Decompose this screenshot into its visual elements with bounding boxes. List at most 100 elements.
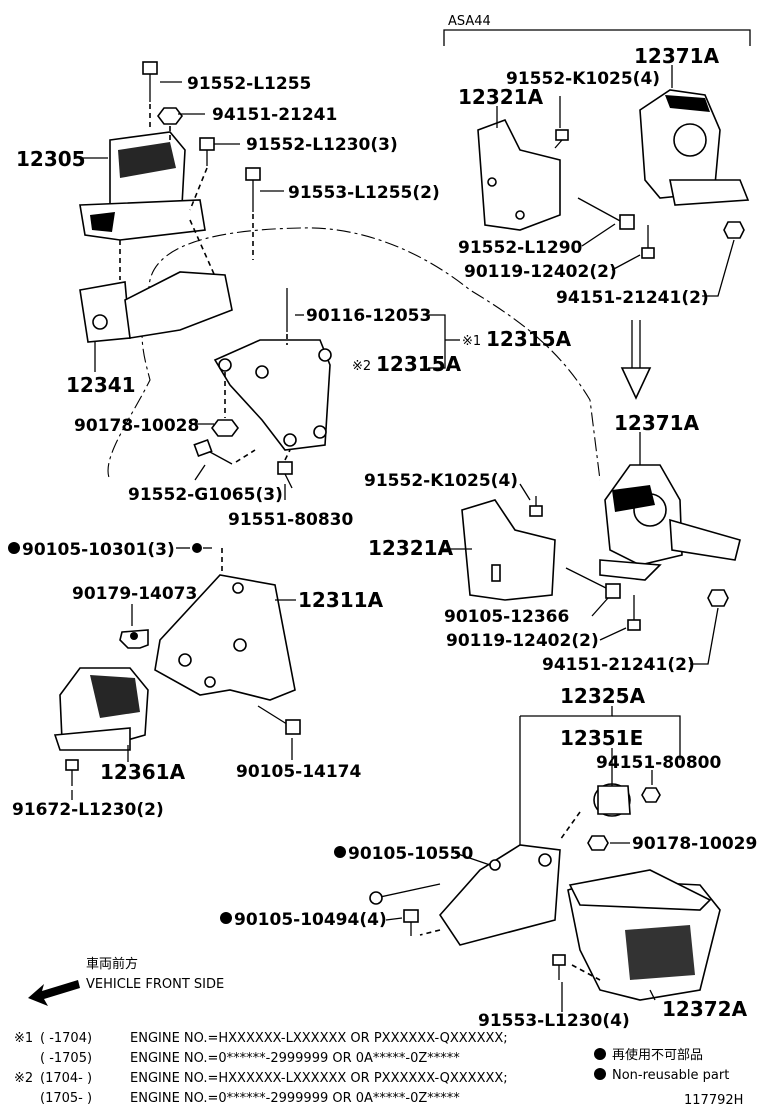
bolt-90119-12402-mid[interactable] [627, 595, 641, 631]
note2a-range: (1704- ) [40, 1071, 92, 1086]
note2a-text: ENGINE NO.=HXXXXXX-LXXXXXX OR PXXXXXX-QX… [130, 1071, 508, 1086]
label-94151-21241-top: 94151-21241(2) [556, 288, 709, 308]
bolt-91552-L1290[interactable] [577, 197, 635, 230]
legend-marker-en [594, 1068, 606, 1080]
asa44-bracket [443, 29, 751, 46]
note1b-text: ENGINE NO.=0******-2999999 OR 0A*****-0Z… [130, 1051, 460, 1066]
label-12325A: 12325A [560, 684, 646, 708]
leader-lines [71, 65, 735, 1012]
engine-mount-12305[interactable] [79, 131, 206, 241]
label-12321A-mid: 12321A [368, 536, 454, 560]
nut-94151-80800[interactable] [641, 787, 661, 803]
bolt-90105-14174[interactable] [257, 705, 301, 735]
bolt-90105-10301[interactable] [192, 543, 202, 553]
label-94151-21241: 94151-21241 [212, 105, 337, 125]
label-90105-10301: 90105-10301(3) [22, 540, 175, 560]
label-91552-G1065: 91552-G1065(3) [128, 485, 283, 505]
vehicle-front-arrow [28, 980, 80, 1006]
bracket-12325A[interactable] [438, 844, 561, 946]
label-mark1: ※1 [462, 334, 481, 349]
mount-12372A[interactable] [567, 869, 721, 1001]
note1a-text: ENGINE NO.=HXXXXXX-LXXXXXX OR PXXXXXX-QX… [130, 1031, 508, 1046]
note1-mark: ※1 [14, 1031, 33, 1046]
label-91552-K1025-top: 91552-K1025(4) [506, 69, 660, 89]
label-90105-10550: 90105-10550 [348, 844, 474, 864]
label-91553-L1255: 91553-L1255(2) [288, 183, 440, 203]
dash-12372A [419, 811, 601, 981]
label-12311A: 12311A [298, 588, 384, 612]
bolt-91552-G1065[interactable] [193, 438, 233, 465]
version-arrow [620, 320, 652, 400]
nut-94151-21241-mid[interactable] [707, 589, 729, 607]
bolt-90105-10494[interactable] [403, 909, 419, 936]
label-12305: 12305 [16, 147, 86, 171]
label-90116-12053: 90116-12053 [306, 306, 431, 326]
bracket-12311A[interactable] [154, 574, 296, 701]
bracket-12321A-top[interactable] [477, 119, 561, 231]
label-12371A-mid: 12371A [614, 411, 700, 435]
label-12321A-top: 12321A [458, 85, 544, 109]
bracket-12315A[interactable] [213, 339, 332, 451]
label-90105-10494: 90105-10494(4) [234, 910, 387, 930]
label-94151-21241-mid: 94151-21241(2) [542, 655, 695, 675]
figure-id: 117792H [684, 1093, 743, 1108]
legend-jp: 再使用不可部品 [612, 1047, 703, 1063]
label-12351E: 12351E [560, 726, 643, 750]
label-90178-10029: 90178-10029 [632, 834, 757, 854]
label-91552-K1025-mid: 91552-K1025(4) [364, 471, 518, 491]
label-12341: 12341 [66, 373, 136, 397]
bolt-91553-L1255[interactable] [245, 167, 261, 212]
nut-94151-21241-top[interactable] [723, 221, 745, 239]
mount-12361A[interactable] [53, 667, 149, 751]
label-90119-12402-top: 90119-12402(2) [464, 262, 617, 282]
note2b-text: ENGINE NO.=0******-2999999 OR 0A*****-0Z… [130, 1091, 460, 1106]
note2-mark: ※2 [14, 1071, 33, 1086]
label-91553-L1230: 91553-L1230(4) [478, 1011, 630, 1031]
legend-en: Non-reusable part [612, 1068, 729, 1083]
bolt-91552-K1025-mid[interactable] [529, 496, 543, 517]
nut-90178-10029[interactable] [587, 835, 609, 851]
bolt-91552-L1230[interactable] [199, 137, 215, 166]
bolt-90105-10550[interactable] [369, 883, 441, 905]
legend-marker-jp [594, 1048, 606, 1060]
nut-90178-10028[interactable] [211, 419, 239, 437]
label-91551-80830: 91551-80830 [228, 510, 354, 530]
label-90119-12402-mid: 90119-12402(2) [446, 631, 599, 651]
bolt-91552-K1025-top[interactable] [554, 129, 569, 149]
label-90105-14174: 90105-14174 [236, 762, 362, 782]
bolt-91553-L1230[interactable] [552, 954, 566, 980]
variant-label: ASA44 [448, 14, 491, 29]
bolt-91552-L1255[interactable] [142, 61, 158, 102]
non-reusable-marker-90105-10494 [220, 912, 232, 924]
dash-12315A [224, 334, 291, 463]
bolt-90105-12366[interactable] [565, 567, 621, 599]
mount-12371A-mid[interactable] [599, 464, 741, 581]
label-91672-L1230: 91672-L1230(2) [12, 800, 164, 820]
label-12372A: 12372A [662, 997, 748, 1021]
note1b-range: ( -1705) [40, 1051, 92, 1066]
note1a-range: ( -1704) [40, 1031, 92, 1046]
bushing-12351E[interactable] [593, 783, 631, 817]
front-label-en: VEHICLE FRONT SIDE [86, 977, 224, 992]
bolt-91551-80830[interactable] [277, 461, 293, 489]
note2b-range: (1705- ) [40, 1091, 92, 1106]
mount-12371A-top[interactable] [639, 89, 750, 206]
non-reusable-marker-90105-10301 [8, 542, 20, 554]
label-12315A-group: 12315A [486, 327, 572, 351]
label-12371A-top: 12371A [634, 44, 720, 68]
front-label-jp: 車両前方 [86, 956, 138, 972]
bracket-12341[interactable] [79, 271, 233, 343]
label-91552-L1255: 91552-L1255 [187, 74, 311, 94]
label-12315A: 12315A [376, 352, 462, 376]
label-94151-80800: 94151-80800 [596, 753, 722, 773]
label-90179-14073: 90179-14073 [72, 584, 197, 604]
label-mark2: ※2 [352, 359, 371, 374]
bolt-91672-L1230[interactable] [65, 759, 79, 786]
label-90105-12366: 90105-12366 [444, 607, 569, 627]
nut-94151-21241[interactable] [157, 107, 183, 125]
dash-12305 [119, 104, 254, 311]
label-91552-L1230: 91552-L1230(3) [246, 135, 398, 155]
bolt-90119-12402-top[interactable] [641, 225, 655, 259]
bracket-12321A-mid[interactable] [461, 499, 556, 601]
